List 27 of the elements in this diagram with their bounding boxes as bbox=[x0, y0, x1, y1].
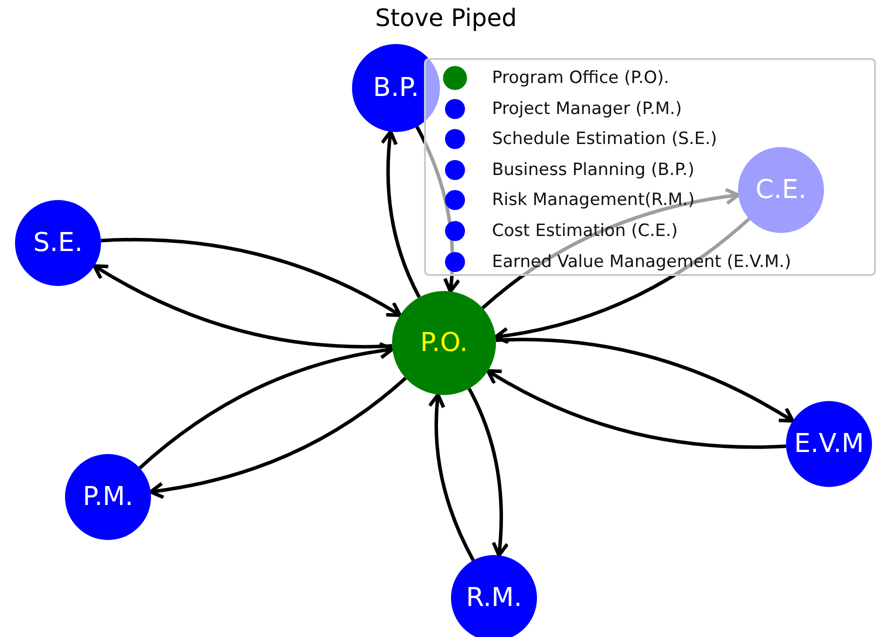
node-label: R.M. bbox=[466, 583, 522, 613]
arrow bbox=[92, 264, 392, 348]
arrow bbox=[494, 218, 750, 344]
arrow bbox=[380, 130, 421, 298]
chart-title: Stove Piped bbox=[374, 4, 518, 32]
arrow bbox=[148, 376, 407, 499]
arrow bbox=[496, 338, 794, 423]
legend-label: Program Office (P.O). bbox=[492, 67, 670, 90]
node-label: P.M. bbox=[82, 482, 134, 512]
legend-label: Business Planning (B.P.) bbox=[492, 158, 694, 182]
legend-label: Project Manager (P.M.) bbox=[492, 98, 682, 121]
node-label: S.E. bbox=[33, 228, 83, 258]
arrow bbox=[428, 392, 475, 562]
legend-label: Cost Estimation (C.E.) bbox=[492, 220, 678, 243]
node-label: B.P. bbox=[373, 73, 419, 103]
node-label: P.O. bbox=[420, 328, 468, 358]
legend-label: Earned Value Management (E.V.M.) bbox=[492, 250, 792, 274]
arrow bbox=[481, 188, 740, 310]
arrow bbox=[100, 238, 402, 317]
legend-label: Schedule Estimation (S.E.) bbox=[492, 128, 718, 152]
arrow bbox=[138, 342, 394, 470]
node-label: C.E. bbox=[755, 175, 807, 205]
arrow bbox=[468, 388, 509, 558]
arrow bbox=[486, 369, 786, 449]
arrow bbox=[415, 126, 460, 294]
node-label: E.V.M bbox=[794, 429, 864, 459]
legend-label: Risk Management(R.M.) bbox=[492, 189, 695, 212]
